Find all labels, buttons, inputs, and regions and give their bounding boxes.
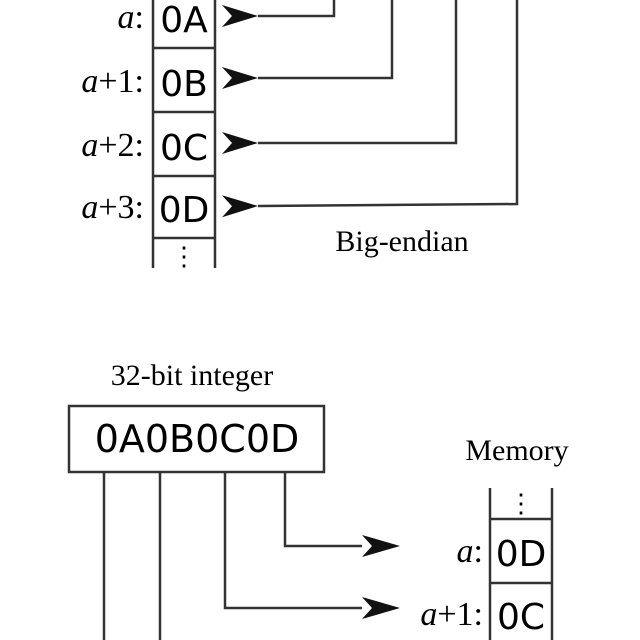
memory-label: Memory [465, 434, 568, 467]
address-label: a+2: [81, 127, 144, 164]
memory-cell-value: 0C [497, 597, 545, 638]
integer-box [67, 404, 326, 474]
memory-cell-value: 0D [496, 534, 547, 575]
memory-ellipsis: ⋮ [171, 242, 197, 271]
byte-line [283, 472, 362, 548]
big-endian-caption: Big-endian [335, 225, 468, 258]
memory-cell-value: 0D [159, 190, 210, 231]
memory-cell-value: 0A [160, 0, 208, 41]
address-label: a+3: [81, 189, 144, 226]
memory-cell-value: 0C [160, 128, 208, 169]
integer-label: 32-bit integer [111, 359, 273, 392]
byte-arrow [222, 0, 458, 154]
byte-line [223, 472, 362, 610]
address-label: a+1: [420, 596, 483, 633]
arrow-head-icon [362, 535, 400, 557]
memory-ellipsis: ⋮ [508, 489, 534, 518]
address-label: a: [118, 0, 144, 36]
integer-value: 0A0B0C0D [95, 417, 300, 461]
byte-arrow [222, 0, 336, 28]
address-label: a: [457, 533, 483, 570]
byte-arrow [222, 0, 394, 89]
memory-cell-value: 0B [160, 64, 208, 105]
arrow-head-icon [362, 597, 400, 619]
big-endian-section: a: a+1: a+2: a+3: 0A 0B 0C 0D ⋮ Big-endi… [81, 0, 519, 271]
byte-arrow [221, 0, 519, 218]
address-label: a+1: [81, 63, 144, 100]
little-endian-section: 32-bit integer 0A0B0C0D Memory ⋮ a: a+1:… [67, 359, 569, 640]
